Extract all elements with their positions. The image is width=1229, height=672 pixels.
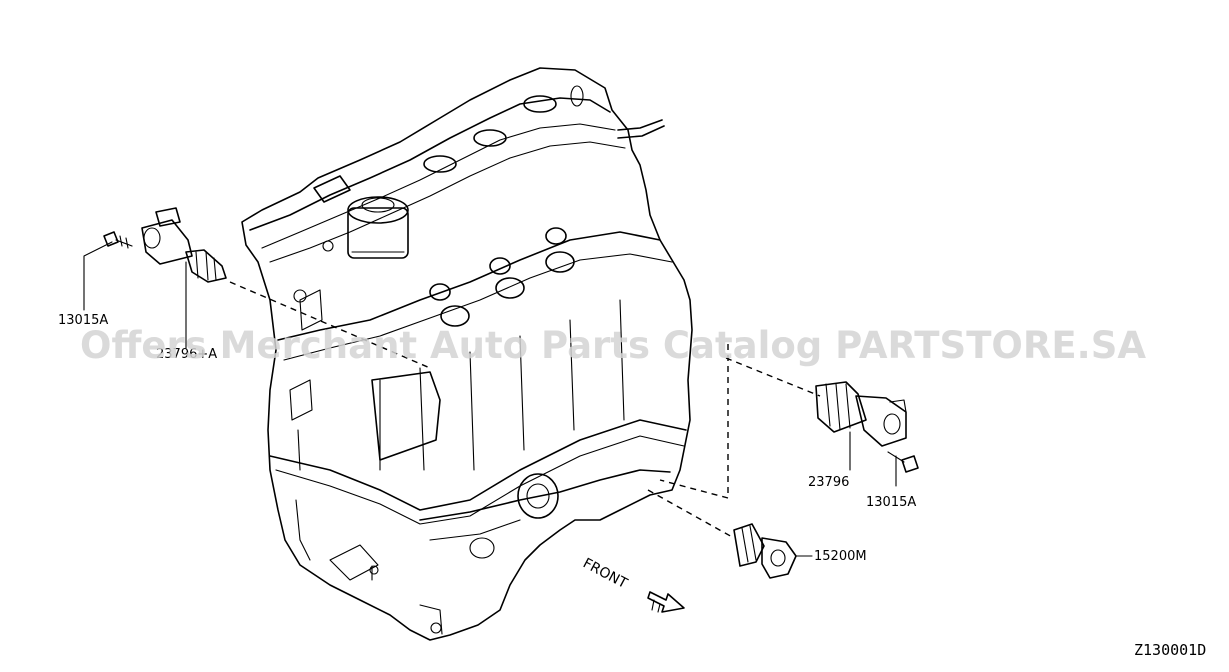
bolt-left-drawing — [103, 231, 133, 249]
guide-line-right — [725, 357, 821, 397]
bolt-right-drawing — [887, 451, 919, 473]
solenoid-left-drawing — [141, 207, 227, 283]
solenoid-right-drawing — [815, 381, 907, 447]
front-arrow-icon — [647, 591, 685, 613]
engine-block-drawing — [241, 67, 693, 641]
oil-strainer-drawing — [733, 523, 797, 579]
callout-solenoid-right: 23796 — [808, 475, 849, 490]
callout-solenoid-left: 23796+A — [156, 347, 217, 362]
watermark-text: Offers Merchant Auto Parts Catalog PARTS… — [80, 324, 1146, 367]
front-direction-label: FRONT — [580, 555, 630, 592]
guide-line-left — [229, 281, 431, 369]
callout-oil-strainer: 15200M — [814, 549, 867, 564]
callout-bolt-left: 13015A — [58, 313, 108, 328]
guide-line-vertical — [659, 344, 729, 499]
leader-bolt-left — [83, 241, 113, 311]
drawing-code: Z130001D — [1134, 641, 1206, 659]
callout-bolt-right: 13015A — [866, 495, 916, 510]
guide-line-strainer — [647, 489, 735, 539]
